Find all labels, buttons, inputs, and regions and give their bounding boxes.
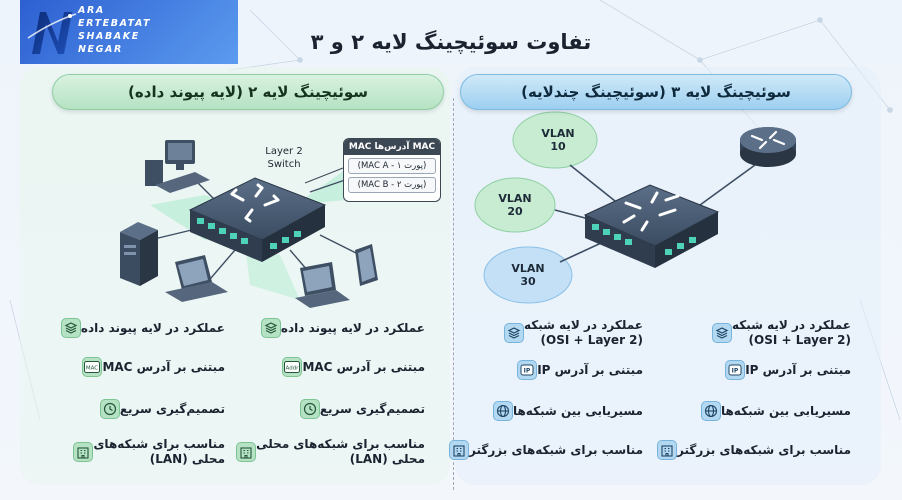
ip-badge-text: IP [732, 368, 739, 375]
feature-text: مبتنی بر آدرس MAC [302, 359, 425, 374]
brand-n-mark-icon [27, 12, 77, 54]
vlan-20-label: VLAN 20 [498, 192, 532, 218]
feature-text: عملکرد در لایه پیوند داده [280, 320, 425, 335]
laptop-icon [165, 255, 228, 302]
layer2-feature-item: MAC مبتنی بر آدرس MAC [82, 357, 232, 377]
ip-badge-text: IP [524, 368, 531, 375]
layer3-feature-item: IP مبتنی بر آدرس IP [517, 360, 650, 380]
feature-text: مسیریابی بین شبکه‌ها [512, 403, 643, 418]
router-icon [740, 127, 796, 167]
feature-text-line-2: محلی (LAN) [349, 452, 425, 466]
feature-text-line-1: مناسب برای شبکه‌های [93, 437, 225, 451]
layers-icon [260, 318, 281, 338]
brand-line-2: ERTEBATAT [78, 18, 152, 29]
globe-icon [492, 401, 513, 421]
layers-icon [503, 323, 524, 343]
feature-text: مناسب برای شبکه‌های بزرگتر [677, 442, 851, 457]
feature-text-line-1: عملکرد در لایه شبکه [731, 318, 851, 332]
ip-icon: IP [517, 360, 538, 380]
layer3-feature-item: مناسب برای شبکه‌های بزرگتر [449, 440, 650, 460]
clock-icon [99, 399, 120, 419]
vlan-10-label: VLAN 10 [541, 127, 575, 153]
laptop-icon [295, 262, 350, 308]
layer3-header: سوئیچینگ لایه ۳ (سوئیچینگ چندلایه) [460, 74, 852, 110]
mac-table-row: (پورت ۱ - MAC A) [348, 158, 436, 174]
building-icon [236, 442, 257, 462]
desktop-computer-icon [145, 140, 210, 193]
page-title: تفاوت سوئیچینگ لایه ۲ و ۳ [310, 30, 592, 54]
globe-icon [700, 401, 721, 421]
brand-line-4: NEGAR [78, 44, 123, 55]
layer3-feature-item: مسیریابی بین شبکه‌ها [492, 401, 650, 421]
vlan-10-bubble [512, 111, 598, 169]
section-divider [453, 98, 454, 490]
layer2-header: سوئیچینگ لایه ۲ (لایه پیوند داده) [52, 74, 444, 110]
clock-icon [299, 399, 320, 419]
vlan-30-bubble [483, 246, 573, 304]
feature-text-line-1: مناسب برای شبکه‌های محلی [256, 437, 425, 451]
addr-badge-text: Addr [286, 366, 300, 372]
feature-text: مناسب برای شبکه‌های محلی (LAN) [93, 437, 225, 467]
layer2-feature-item: مناسب برای شبکه‌های محلی (LAN) [73, 437, 232, 467]
addr-icon: Addr [282, 357, 303, 377]
layer2-switch-label: Layer 2 Switch [259, 145, 309, 171]
layer2-switch-icon [188, 177, 327, 262]
mac-table-title: MAC آدرس‌ها MAC [344, 139, 440, 155]
ip-icon: IP [725, 360, 746, 380]
feature-text: مبتنی بر آدرس IP [537, 362, 643, 377]
mac-badge-text: MAC [86, 366, 98, 372]
feature-text: عملکرد در لایه شبکه (OSI + Layer 2) [524, 318, 643, 348]
layer2-feature-item: Addr مبتنی بر آدرس MAC [282, 357, 432, 377]
layer3-feature-item: مناسب برای شبکه‌های بزرگتر [657, 440, 858, 460]
layer3-feature-item: مسیریابی بین شبکه‌ها [700, 401, 858, 421]
feature-text: مبتنی بر آدرس IP [745, 362, 851, 377]
layer2-feature-item: مناسب برای شبکه‌های محلی محلی (LAN) [236, 437, 432, 467]
layer3-feature-item: IP مبتنی بر آدرس IP [725, 360, 858, 380]
feature-text: مناسب برای شبکه‌های بزرگتر [469, 442, 643, 457]
vlan-30-label: VLAN 30 [511, 262, 545, 288]
mac-table-row: (پورت ۲ - MAC B) [348, 177, 436, 193]
layers-icon [711, 323, 732, 343]
layer3-feature-item: عملکرد در لایه شبکه (OSI + Layer 2) [503, 318, 650, 348]
layers-icon [60, 318, 81, 338]
tablet-icon [355, 244, 378, 286]
feature-text: مناسب برای شبکه‌های محلی محلی (LAN) [256, 437, 425, 467]
brand-line-1: ARA [78, 5, 105, 16]
brand-line-3: SHABAKE [78, 31, 140, 42]
switch-label-line-2: Switch [267, 159, 301, 170]
layer2-panel [20, 67, 450, 485]
feature-text: عملکرد در لایه شبکه (OSI + Layer 2) [732, 318, 851, 348]
layer3-diagram [474, 111, 796, 304]
feature-text: مسیریابی بین شبکه‌ها [720, 403, 851, 418]
layer2-feature-item: عملکرد در لایه پیوند داده [60, 318, 232, 338]
feature-text-line-2: (OSI + Layer 2) [748, 333, 851, 347]
layer2-feature-item: تصمیم‌گیری سریع [99, 399, 232, 419]
feature-text: مبتنی بر آدرس MAC [102, 359, 225, 374]
building-icon [657, 440, 678, 460]
layer2-diagram [120, 140, 378, 308]
building-icon [449, 440, 470, 460]
feature-text: عملکرد در لایه پیوند داده [80, 320, 225, 335]
switch-label-line-1: Layer 2 [265, 146, 303, 157]
feature-text-line-2: (OSI + Layer 2) [540, 333, 643, 347]
brand-logo[interactable]: ARA ERTEBATAT SHABAKE NEGAR [20, 0, 238, 64]
feature-text: تصمیم‌گیری سریع [119, 401, 225, 416]
feature-text-line-2: محلی (LAN) [149, 452, 225, 466]
layer2-feature-item: عملکرد در لایه پیوند داده [260, 318, 432, 338]
mac-address-table: MAC آدرس‌ها MAC (پورت ۱ - MAC A) (پورت ۲… [343, 138, 441, 202]
mac-icon: MAC [82, 357, 103, 377]
feature-text: تصمیم‌گیری سریع [319, 401, 425, 416]
layer2-feature-item: تصمیم‌گیری سریع [299, 399, 432, 419]
layer3-feature-item: عملکرد در لایه شبکه (OSI + Layer 2) [711, 318, 858, 348]
building-icon [73, 442, 94, 462]
vlan-20-bubble [474, 177, 556, 233]
feature-text-line-1: عملکرد در لایه شبکه [523, 318, 643, 332]
layer3-switch-icon [583, 184, 720, 268]
server-tower-icon [120, 222, 158, 286]
